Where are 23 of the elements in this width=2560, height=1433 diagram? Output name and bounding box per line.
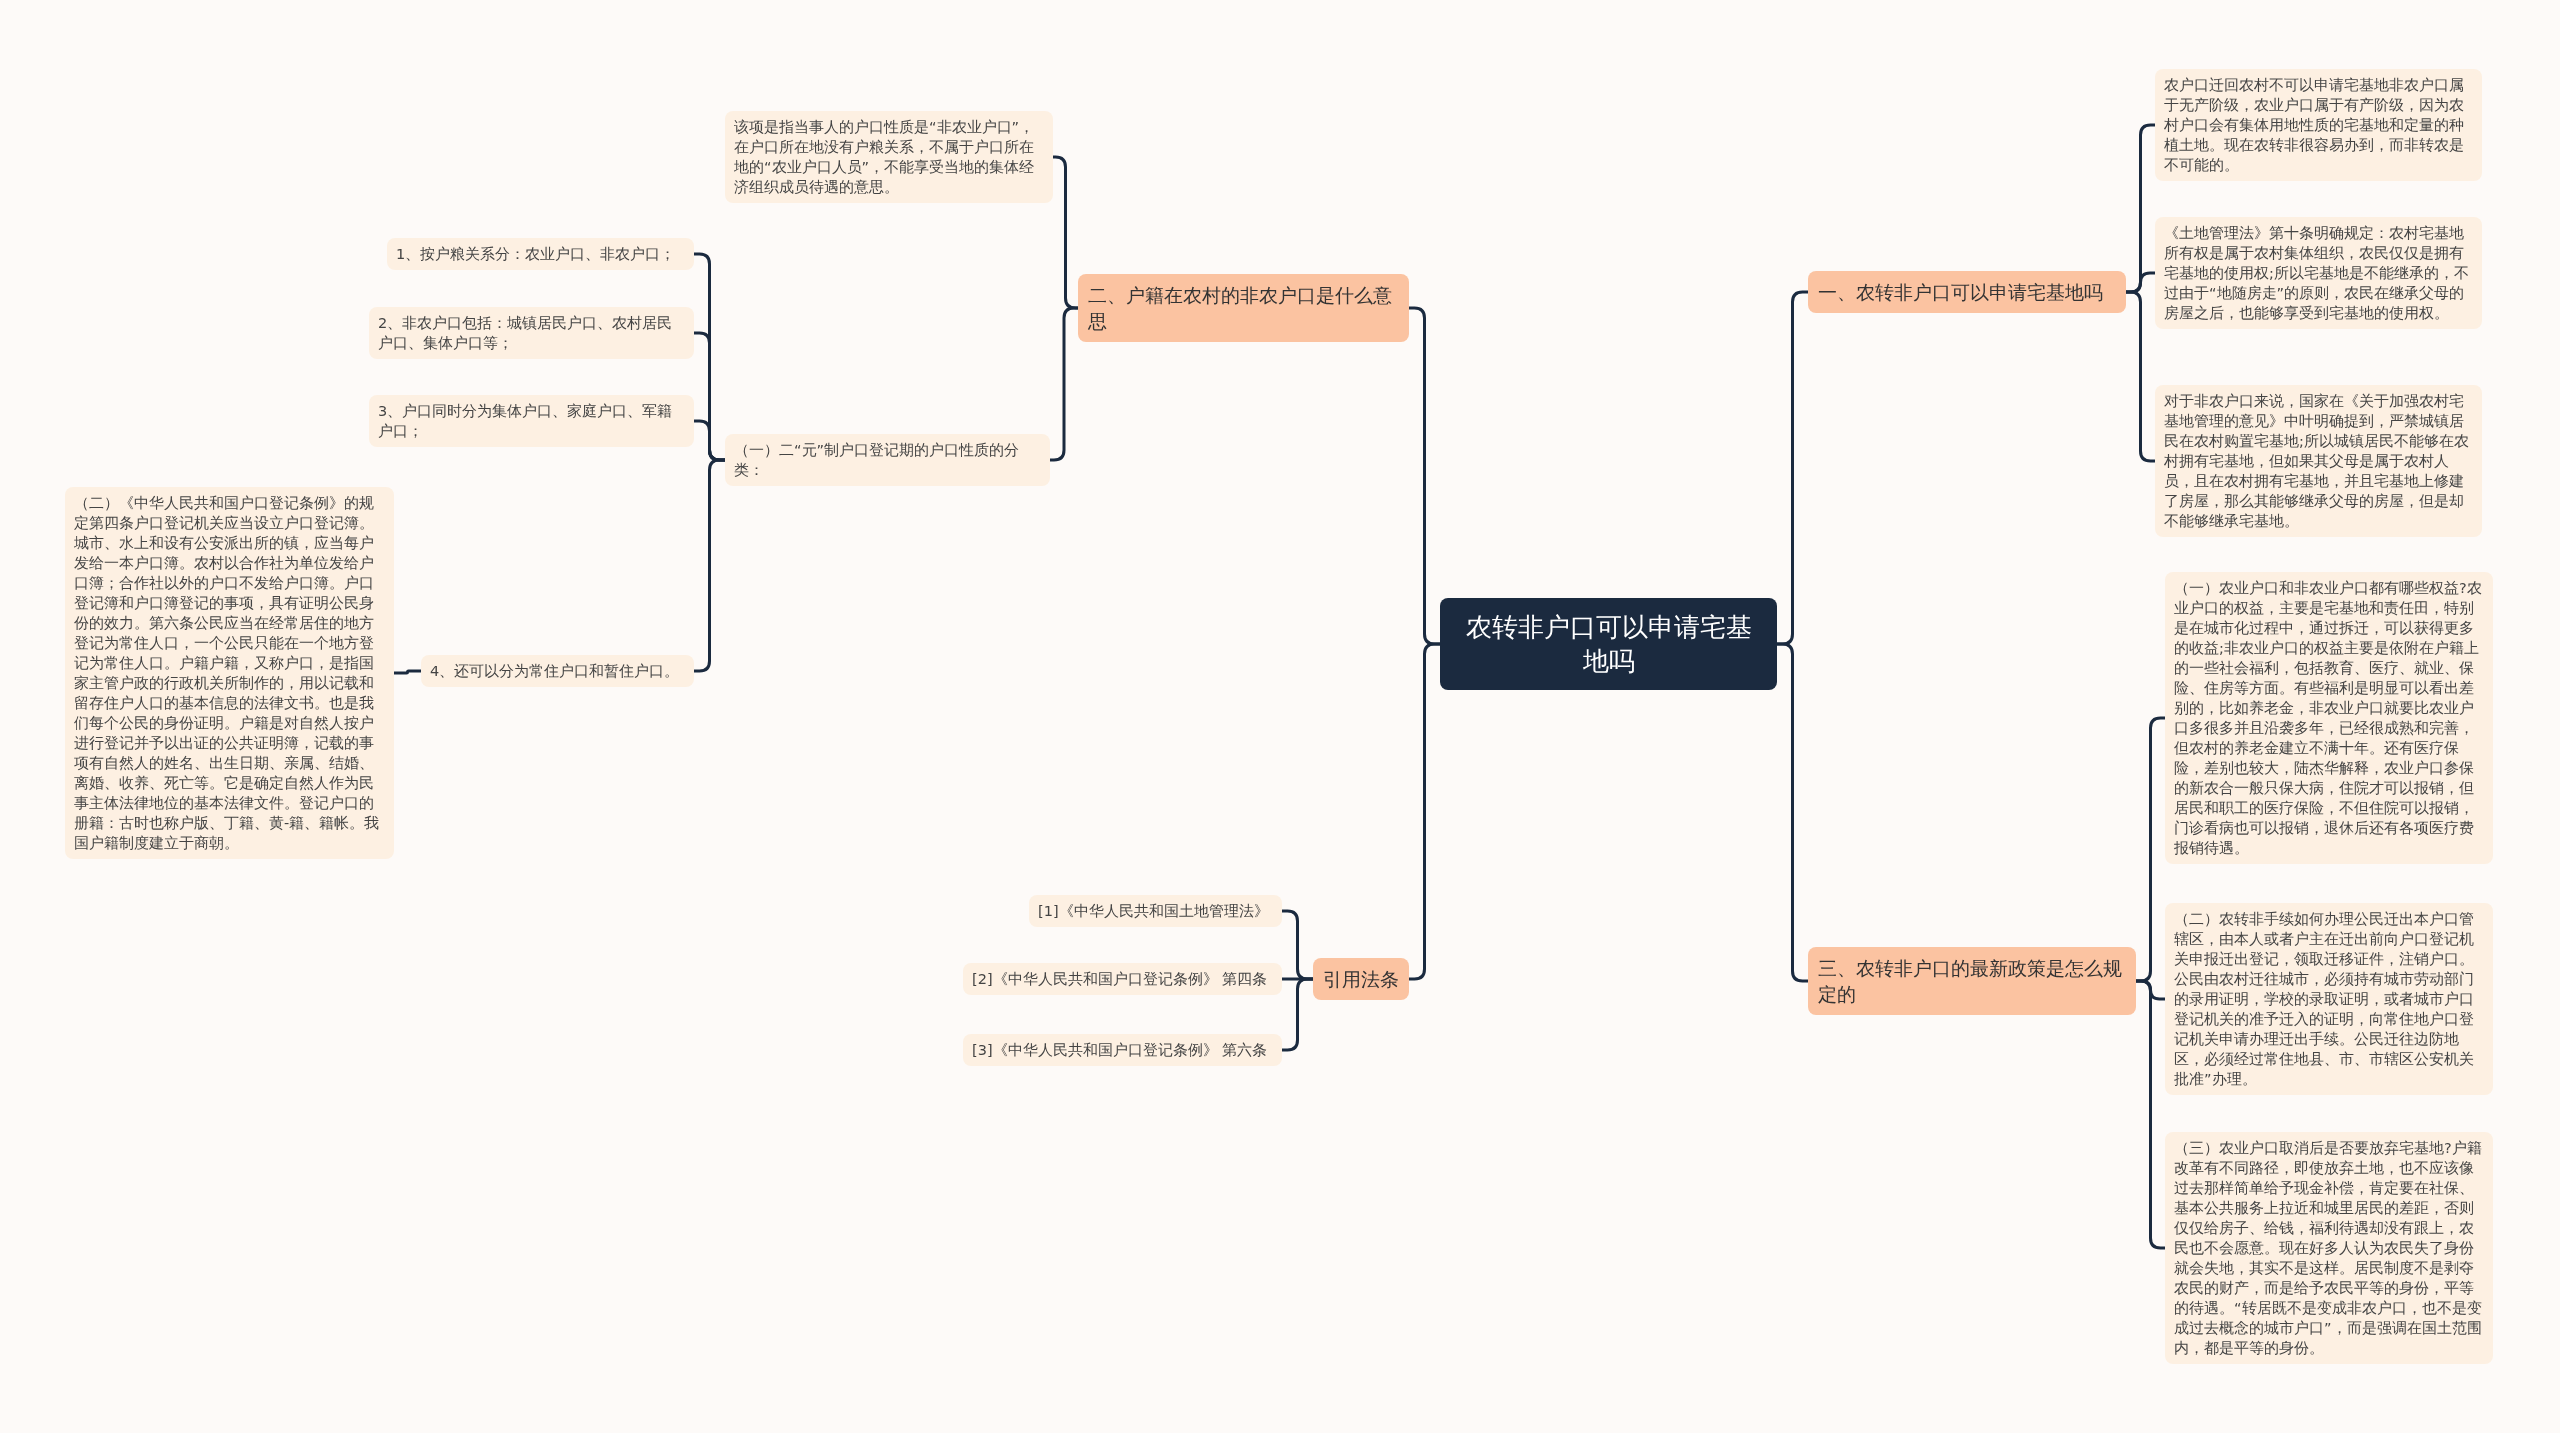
central-topic-box: 农转非户口可以申请宅基地吗 <box>1440 598 1777 690</box>
note-box: [1]《中华人民共和国土地管理法》 <box>1029 895 1282 927</box>
note-box: （一）二“元”制户口登记期的户口性质的分类： <box>725 434 1050 486</box>
note-box: 农户口迁回农村不可以申请宅基地非农户口属于无产阶级，农业户口属于有产阶级，因为农村户口会有集体用地性质的宅基地和定量的种植土地。现在农转非很容易办到，而非转农是不可能的。 <box>2155 69 2482 181</box>
topic-box: 二、户籍在农村的非农户口是什么意思 <box>1078 274 1409 342</box>
note-box: 2、非农户口包括：城镇居民户口、农村居民户口、集体户口等； <box>369 307 694 359</box>
note-box: （二）《中华人民共和国户口登记条例》的规定第四条户口登记机关应当设立户口登记簿。城市、水上和设有公安派出所的镇，应当每户发给一本户口簿。农村以合作社为单位发给户口簿；合作社以外的户口不发给户口簿。户口登记簿和户口簿登记的事项，具有证明公民身份的效力。第六条公民应当在经常居住的地方登记为常住人口，一个公民只能在一个地方登记为常住人口。户籍户籍，又称户口，是指国家主管户政的行政机关所制作的，用以记载和留存住户人口的基本信息的法律文书。也是我们每个公民的身份证明。户籍是对自然人按户进行登记并予以出证的公共证明簿，记载的事项有自然人的姓名、出生日期、亲属、结婚、离婚、收养、死亡等。它是确定自然人作为民事主体法律地位的基本法律文件。登记户口的册籍：古时也称户版、丁籍、黄-籍、籍帐。我国户籍制度建立于商朝。 <box>65 487 394 859</box>
note-box: [2]《中华人民共和国户口登记条例》 第四条 <box>963 963 1282 995</box>
connector-line <box>394 669 421 675</box>
note-box: 《土地管理法》第十条明确规定：农村宅基地所有权是属于农村集体组织，农民仅仅是拥有宅基地的使用权;所以宅基地是不能继承的，不过由于“地随房走”的原则，农民在继承父母的房屋之后，也能够享受到宅基地的使用权。 <box>2155 217 2482 329</box>
note-box: 3、户口同时分为集体户口、家庭户口、军籍户口； <box>369 395 694 447</box>
topic-box: 一、农转非户口可以申请宅基地吗 <box>1808 271 2126 313</box>
note-box: （一）农业户口和非农业户口都有哪些权益?农业户口的权益，主要是宅基地和责任田，特别是在城市化过程中，通过拆迁，可以获得更多的收益;非农业户口的权益主要是依附在户籍上的一些社会福利，包括教育、医疗、就业、保险、住房等方面。有些福利是明显可以看出差别的，比如养老金，非农业户口就要比农业户口多很多并且沿袭多年，已经很成熟和完善，但农村的养老金建立不满十年。还有医疗保险，差别也较大，陆杰华解释，农业户口参保的新农合一般只保大病，住院才可以报销，但居民和职工的医疗保险，不但住院可以报销，门诊看病也可以报销，退休后还有各项医疗费报销待遇。 <box>2165 572 2493 864</box>
note-box: [3]《中华人民共和国户口登记条例》 第六条 <box>963 1034 1282 1066</box>
note-box: （三）农业户口取消后是否要放弃宅基地?户籍改革有不同路径，即使放弃土地，也不应该像过去那样简单给予现金补偿，肯定要在社保、基本公共服务上拉近和城里居民的差距，否则仅仅给房子、给钱，福利待遇却没有跟上，农民也不会愿意。现在好多人认为农民失了身份就会失地，其实不是这样。居民制度不是剥夺农民的财产，而是给予农民平等的身份，平等的待遇。“转居既不是变成非农户口，也不是变成过去概念的城市户口”，而是强调在国土范围内，都是平等的身份。 <box>2165 1132 2493 1364</box>
connector-line <box>1053 155 1078 310</box>
note-box: 该项是指当事人的户口性质是“非农业户口”，在户口所在地没有户粮关系，不属于户口所在地的“农业户口人员”，不能享受当地的集体经济组织成员待遇的意思。 <box>725 111 1053 203</box>
note-box: （二）农转非手续如何办理公民迁出本户口管辖区，由本人或者户主在迁出前向户口登记机关申报迁出登记，领取迁移证件，注销户口。公民由农村迁往城市，必须持有城市劳动部门的录用证明，学校的录取证明，或者城市户口登记机关的准予迁入的证明，向常住地户口登记机关申请办理迁出手续。公民迁往边防地区，必须经过常住地县、市、市辖区公安机关批准”办理。 <box>2165 903 2493 1095</box>
topic-box: 引用法条 <box>1313 958 1409 1000</box>
note-box: 1、按户粮关系分：农业户口、非农户口； <box>387 238 694 270</box>
note-box: 对于非农户口来说，国家在《关于加强农村宅基地管理的意见》中叶明确提到，严禁城镇居民在农村购置宅基地;所以城镇居民不能够在农村拥有宅基地，但如果其父母是属于农村人员，且在农村拥有宅基地，并且宅基地上修建了房屋，那么其能够继承父母的房屋，但是却不能够继承宅基地。 <box>2155 385 2482 537</box>
topic-box: 三、农转非户口的最新政策是怎么规定的 <box>1808 947 2136 1015</box>
note-box: 4、还可以分为常住户口和暂住户口。 <box>421 655 694 687</box>
